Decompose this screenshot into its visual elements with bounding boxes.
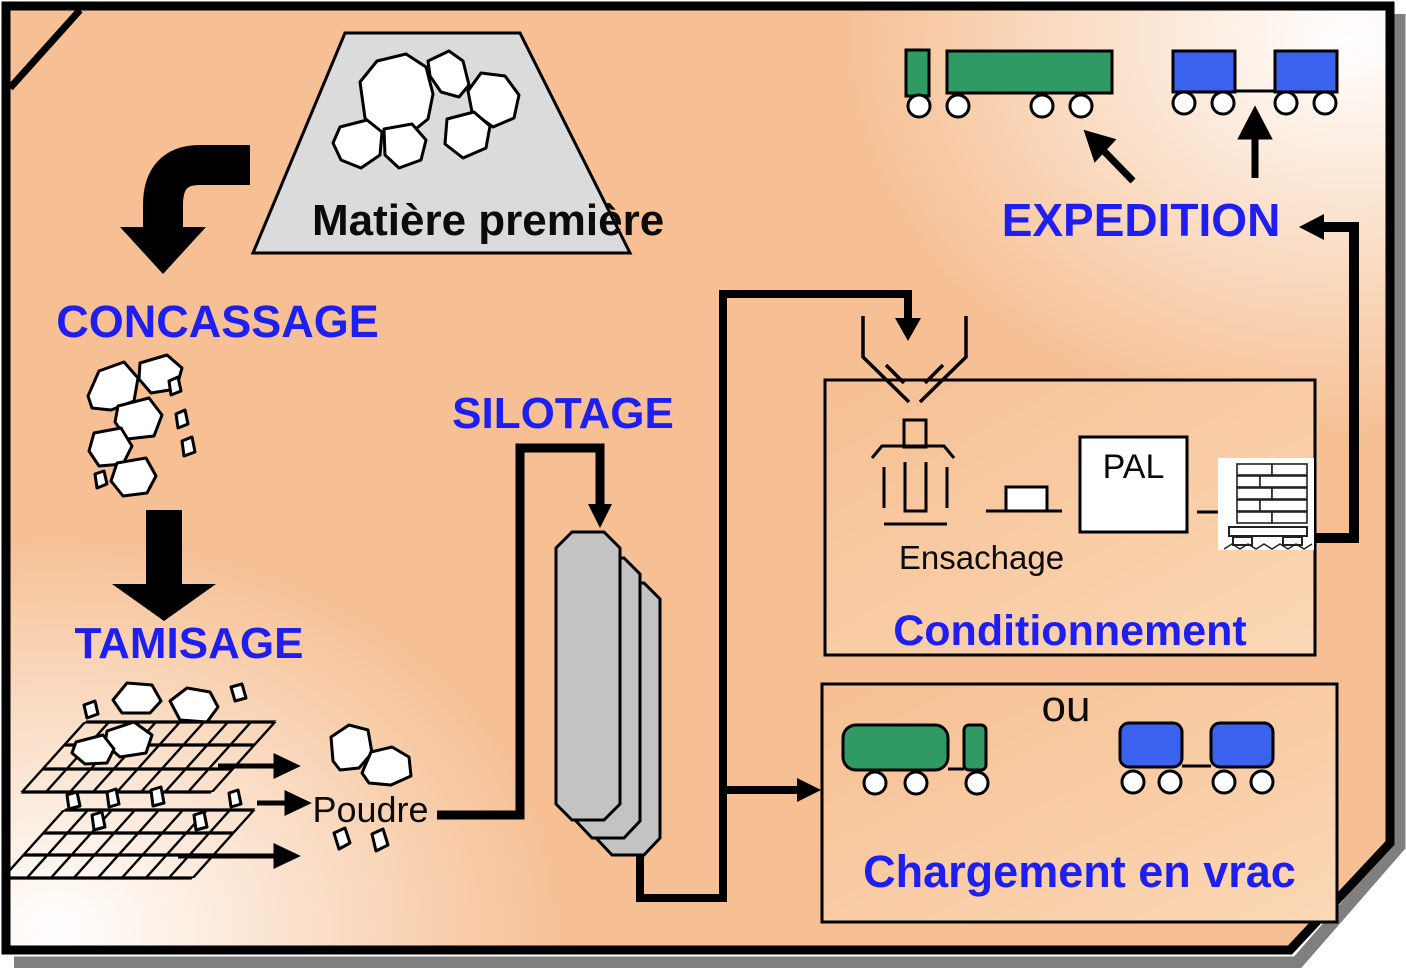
rail-wagons-icon: [1171, 49, 1339, 116]
silo-icon: [554, 530, 662, 857]
packaging-label: Conditionnement: [893, 607, 1247, 655]
raw-material-label: Matière première: [312, 196, 665, 245]
bulk-loading-label: Chargement en vrac: [863, 846, 1296, 897]
bulk-wagons-icon: [1118, 721, 1275, 795]
bagging-label: Ensachage: [898, 539, 1065, 576]
plate-border: [1, 1, 1395, 955]
siloing-label: SILOTAGE: [452, 389, 674, 438]
crushing-label: CONCASSAGE: [56, 296, 379, 347]
shipping-label: EXPEDITION: [1001, 194, 1281, 246]
pal-label: PAL: [1102, 448, 1165, 486]
down-arrow-icon: [112, 510, 216, 621]
pal-box: [1078, 435, 1189, 534]
powder-to-silo-pipe: [437, 443, 612, 820]
raw-material-rocks: [331, 49, 521, 170]
sieve-grid-lower: [1, 808, 256, 880]
sieving-label: TAMISAGE: [74, 619, 304, 668]
crushed-rocks-icon: [86, 353, 197, 498]
dump-truck-icon: [904, 48, 1114, 119]
sieve-grids-icon: [65, 681, 248, 832]
hopper-icon: [861, 316, 968, 404]
pallet-icon: [1218, 458, 1314, 550]
powder-label: Poudre: [312, 789, 429, 830]
or-label: ou: [1041, 682, 1091, 731]
raw-material-pile-icon: [250, 31, 633, 255]
packaging-to-shipping-pipe: [1299, 214, 1359, 543]
sieve-output-arrows: [178, 753, 312, 869]
bagging-machine-icon: [870, 418, 956, 526]
expedition-arrows: [1083, 105, 1273, 184]
corner-chamfer-line: [7, 7, 83, 91]
screened-rocks: [329, 723, 413, 853]
silo-output-pipe: [636, 290, 921, 902]
plate-shadow: [14, 14, 1406, 968]
bag-on-conveyor-icon: [986, 485, 1062, 513]
curved-arrow-icon: [120, 145, 250, 274]
bulk-truck-icon: [841, 723, 990, 796]
bulk-branch-arrow: [723, 778, 821, 802]
